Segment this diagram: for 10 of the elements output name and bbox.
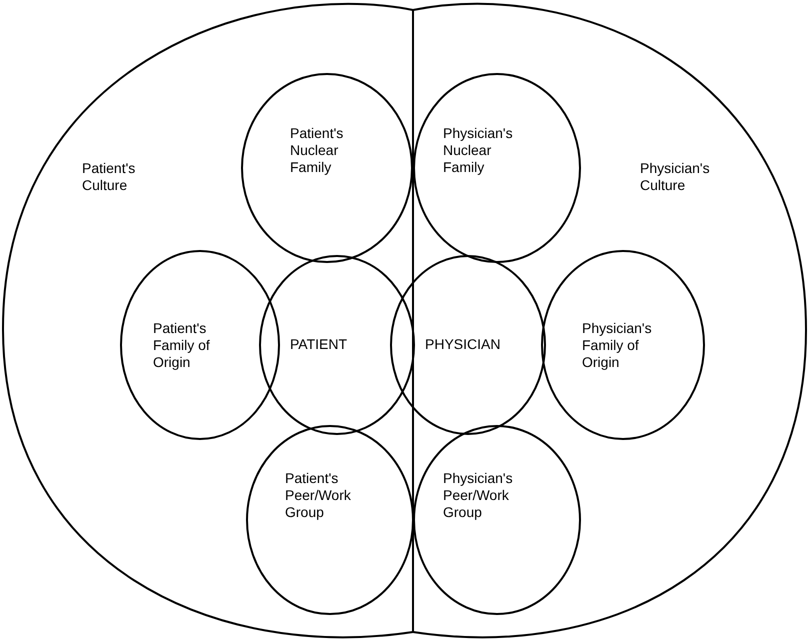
node-label: Physician's Family of Origin bbox=[582, 320, 653, 371]
node-label: Patient's Family of Origin bbox=[153, 320, 211, 371]
node-label: Patient's Nuclear Family bbox=[290, 125, 344, 176]
node-label: Physician's Peer/Work Group bbox=[443, 470, 514, 521]
region-label: Physician's Culture bbox=[640, 160, 711, 194]
node-label: PHYSICIAN bbox=[425, 336, 502, 353]
region-label: Patient's Culture bbox=[82, 160, 136, 194]
node-label: Patient's Peer/Work Group bbox=[285, 470, 352, 521]
node-label: PATIENT bbox=[290, 336, 348, 353]
node-label: Physician's Nuclear Family bbox=[443, 125, 514, 176]
